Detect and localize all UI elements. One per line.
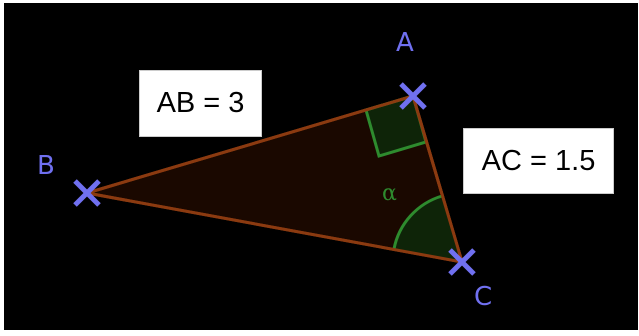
point-b-marker[interactable] [73, 179, 101, 207]
angle-alpha-sector [394, 196, 462, 262]
point-b-label: B [37, 151, 55, 181]
side-ab [86, 94, 414, 195]
side-ac-top [411, 95, 464, 263]
ac-length-box: AC = 1.5 [463, 128, 614, 194]
ab-length-box: AB = 3 [139, 70, 262, 137]
angle-alpha-arc [392, 194, 443, 250]
side-bc [86, 191, 463, 264]
point-c-label: C [474, 282, 492, 312]
point-a-label: A [396, 28, 414, 58]
point-a-marker[interactable] [399, 82, 427, 110]
angle-alpha-label: α [382, 181, 397, 206]
point-c-marker[interactable] [448, 248, 476, 276]
